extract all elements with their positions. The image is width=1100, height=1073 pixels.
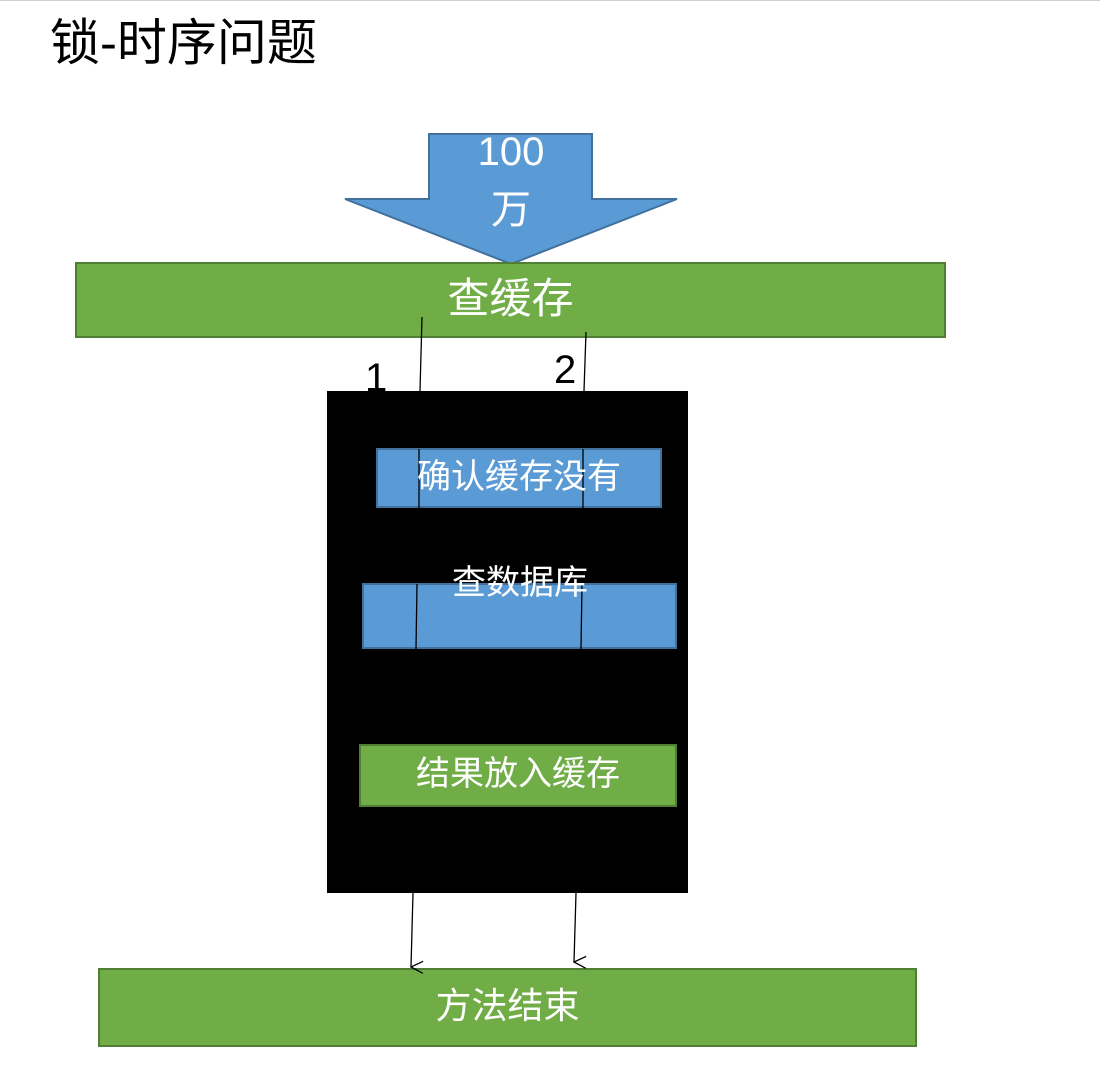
- method-end-label: 方法结束: [435, 986, 580, 1027]
- thread-1-line-upper: [419, 316, 423, 392]
- query-database-label: 查数据库: [452, 563, 588, 603]
- thread-2-line-upper: [583, 331, 587, 392]
- put-result-in-cache-label: 结果放入缓存: [416, 754, 620, 794]
- confirm-cache-empty-box: [376, 448, 662, 508]
- arrow-label-line1: 100: [477, 130, 545, 174]
- thread-1-number: 1: [365, 356, 388, 400]
- top-divider: [0, 0, 1100, 1]
- down-arrow-shape: [344, 133, 678, 266]
- thread-2-exit-arrow: [574, 892, 576, 962]
- slide-title: 锁-时序问题: [50, 14, 317, 72]
- thread-1-line-db: [415, 583, 418, 650]
- query-database-box: [362, 583, 677, 649]
- put-result-in-cache-box: [359, 744, 677, 807]
- query-cache-label: 查缓存: [447, 274, 574, 323]
- arrow-label-line2: 万: [491, 187, 531, 233]
- thread-2-number: 2: [554, 348, 577, 392]
- thread-2-line-db: [580, 583, 583, 650]
- confirm-cache-empty-label: 确认缓存没有: [417, 457, 621, 497]
- query-cache-bar: [75, 262, 946, 338]
- thread-1-exit-arrow: [411, 892, 413, 967]
- method-end-bar: [98, 968, 917, 1047]
